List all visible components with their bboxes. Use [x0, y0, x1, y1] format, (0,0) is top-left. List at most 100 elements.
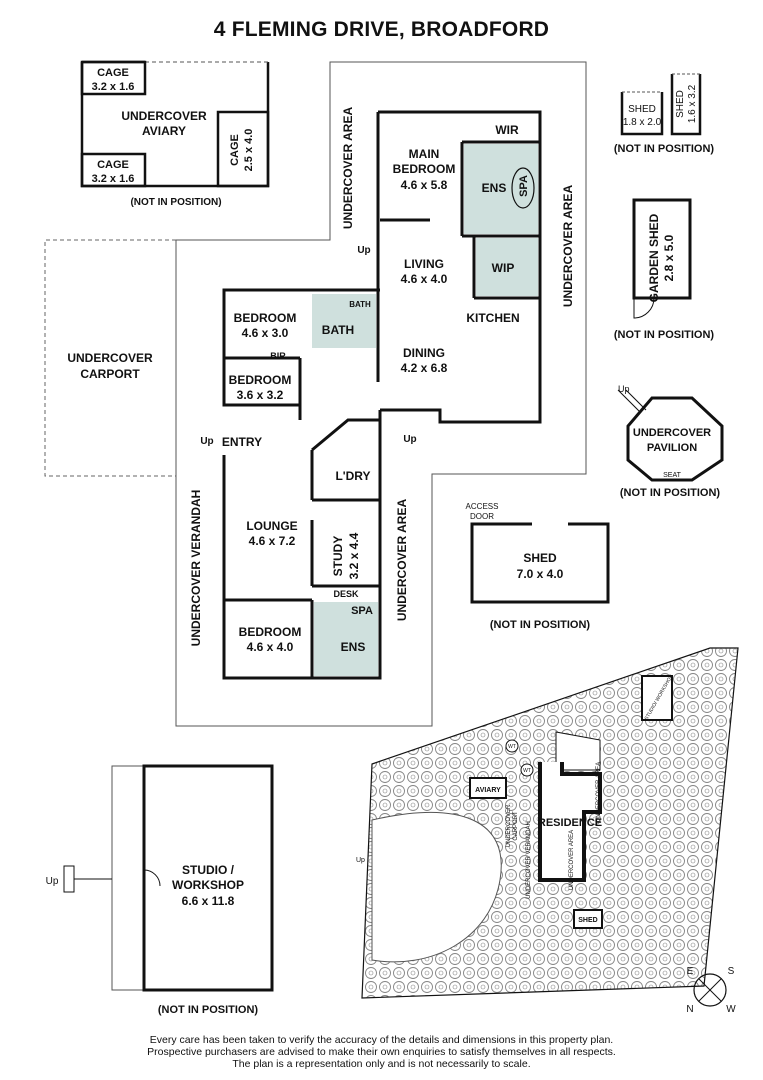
living-dims: 4.6 x 4.0 [401, 272, 448, 286]
shed-big-name: SHED [523, 551, 557, 565]
bir-label: BIR [270, 351, 286, 361]
cage2-label: CAGE [97, 159, 129, 171]
bedroom-a-dims: 4.6 x 3.0 [242, 326, 289, 340]
compass-s: S [728, 966, 735, 977]
ens-c-label: ENS [341, 640, 366, 654]
site-carport-2: CARPORT [513, 811, 519, 841]
garden-shed-not-in-position: (NOT IN POSITION) [614, 329, 715, 341]
disclaimer-line-1: Every care has been taken to verify the … [149, 1034, 614, 1046]
bedroom-c-dims: 4.6 x 4.0 [247, 640, 294, 654]
site-verandah: UNDERCOVER VERANDAH [526, 821, 532, 899]
aviary-label-2: AVIARY [142, 124, 186, 138]
site-residence: RESIDENCE [538, 817, 602, 829]
shed-small2-dims: 1.6 x 3.2 [687, 84, 698, 123]
site-up-label: Up [356, 857, 365, 864]
undercover-labels: UNDERCOVER AREA UNDERCOVER AREA UNDERCOV… [189, 107, 575, 647]
site-area-2: UNDERCOVER AREA [596, 762, 602, 822]
dining-label: DINING [403, 346, 445, 360]
wip-label: WIP [492, 261, 515, 275]
lounge-label: LOUNGE [246, 519, 297, 533]
bath-label: BATH [322, 323, 354, 337]
up-label-kitchen: Up [403, 434, 416, 445]
shed-small1-name: SHED [628, 104, 656, 115]
undercover-area-right: UNDERCOVER AREA [561, 185, 575, 308]
compass-e: E [687, 966, 694, 977]
cage2-dims: 3.2 x 1.6 [92, 173, 135, 185]
access-door-1: ACCESS [466, 502, 499, 511]
aviary-label-1: UNDERCOVER [121, 109, 207, 123]
lounge-dims: 4.6 x 7.2 [249, 534, 296, 548]
undercover-verandah: UNDERCOVER VERANDAH [189, 490, 203, 647]
cage1-label: CAGE [97, 67, 129, 79]
undercover-area-lower: UNDERCOVER AREA [395, 499, 409, 622]
entry-label: ENTRY [222, 435, 262, 449]
main-bedroom-label-1: MAIN [409, 147, 440, 161]
bedroom-c-label: BEDROOM [239, 625, 302, 639]
cage-1 [80, 60, 147, 96]
studio-dims: 6.6 x 11.8 [182, 894, 235, 908]
compass-n: N [686, 1004, 693, 1015]
site-plan: RESIDENCE AVIARY SHED WT WT UNDERCOVER C… [356, 647, 739, 999]
small-sheds-not-in-position: (NOT IN POSITION) [614, 143, 715, 155]
ens-main-label: ENS [482, 181, 507, 195]
site-wt-2: WT [523, 768, 531, 774]
main-bedroom-label-2: BEDROOM [393, 162, 456, 176]
bedroom-b-label: BEDROOM [229, 373, 292, 387]
bedroom-a-label: BEDROOM [234, 311, 297, 325]
wet-areas [312, 144, 538, 676]
garden-shed-dims: 2.8 x 5.0 [662, 234, 676, 281]
spa-tub-main [511, 167, 535, 209]
spa-main-label: SPA [518, 175, 530, 197]
room-labels: MAIN BEDROOM 4.6 x 5.8 WIR ENS SPA LIVIN… [200, 123, 530, 654]
access-door-2: DOOR [470, 512, 494, 521]
study-dims: 3.2 x 4.4 [347, 532, 361, 579]
carport-label-2: CARPORT [80, 367, 140, 381]
bedroom-b-dims: 3.6 x 3.2 [237, 388, 284, 402]
compass-w: W [726, 1004, 736, 1015]
shed-small2-name: SHED [675, 90, 686, 118]
up-label-entry: Up [200, 436, 213, 447]
spa-c-label: SPA [351, 605, 373, 617]
bath-small-label: BATH [349, 300, 371, 309]
aviary-not-in-position: (NOT IN POSITION) [130, 197, 221, 208]
ldry-label: L'DRY [335, 469, 370, 483]
cage3-dims: 2.5 x 4.0 [243, 129, 255, 172]
cage1-dims: 3.2 x 1.6 [92, 81, 135, 93]
main-bedroom-dims: 4.6 x 5.8 [401, 178, 448, 192]
study-label: STUDY [331, 536, 345, 577]
undercover-area-top: UNDERCOVER AREA [341, 107, 355, 230]
up-label-living: Up [357, 245, 370, 256]
site-aviary: AVIARY [475, 787, 501, 794]
compass: E S N W [686, 966, 736, 1015]
shed-big-dims: 7.0 x 4.0 [517, 567, 564, 581]
desk-label: DESK [333, 589, 359, 599]
site-carport-1: UNDERCOVER [506, 804, 512, 847]
wir-label: WIR [495, 123, 519, 137]
studio-up-label: Up [46, 876, 59, 887]
disclaimer-line-3: The plan is a representation only and is… [232, 1058, 531, 1070]
cage3-label: CAGE [229, 134, 241, 166]
garden-shed-name: GARDEN SHED [647, 213, 661, 302]
shed-big-not-in-position: (NOT IN POSITION) [490, 619, 591, 631]
living-label: LIVING [404, 257, 444, 271]
site-shed: SHED [578, 917, 597, 924]
carport-label-1: UNDERCOVER [67, 351, 153, 365]
pavilion-not-in-position: (NOT IN POSITION) [620, 487, 721, 499]
kitchen-label: KITCHEN [466, 311, 519, 325]
pavilion: Up UNDERCOVER PAVILION SEAT (NOT IN POSI… [617, 384, 724, 499]
floor-plan: CAGE 3.2 x 1.6 CAGE 3.2 x 1.6 CAGE 2.5 x… [44, 60, 739, 1016]
carport-group: UNDERCOVER CARPORT [44, 239, 176, 477]
cage-2 [80, 152, 147, 188]
dining-dims: 4.2 x 6.8 [401, 361, 448, 375]
studio-label-1: STUDIO / [182, 863, 235, 877]
shed-small1-dims: 1.8 x 2.0 [623, 117, 662, 128]
plan-title: 4 FLEMING DRIVE, BROADFORD [213, 18, 550, 41]
studio-not-in-position: (NOT IN POSITION) [158, 1004, 259, 1016]
undercover-outline [175, 61, 587, 727]
garden-shed: GARDEN SHED 2.8 x 5.0 (NOT IN POSITION) [614, 198, 715, 341]
aviary-group: CAGE 3.2 x 1.6 CAGE 3.2 x 1.6 CAGE 2.5 x… [80, 60, 270, 208]
cage-3 [216, 110, 270, 188]
disclaimer-line-2: Prospective purchasers are advised to ma… [147, 1046, 616, 1058]
residence-walls [222, 110, 542, 680]
pavilion-seat: SEAT [663, 472, 681, 479]
